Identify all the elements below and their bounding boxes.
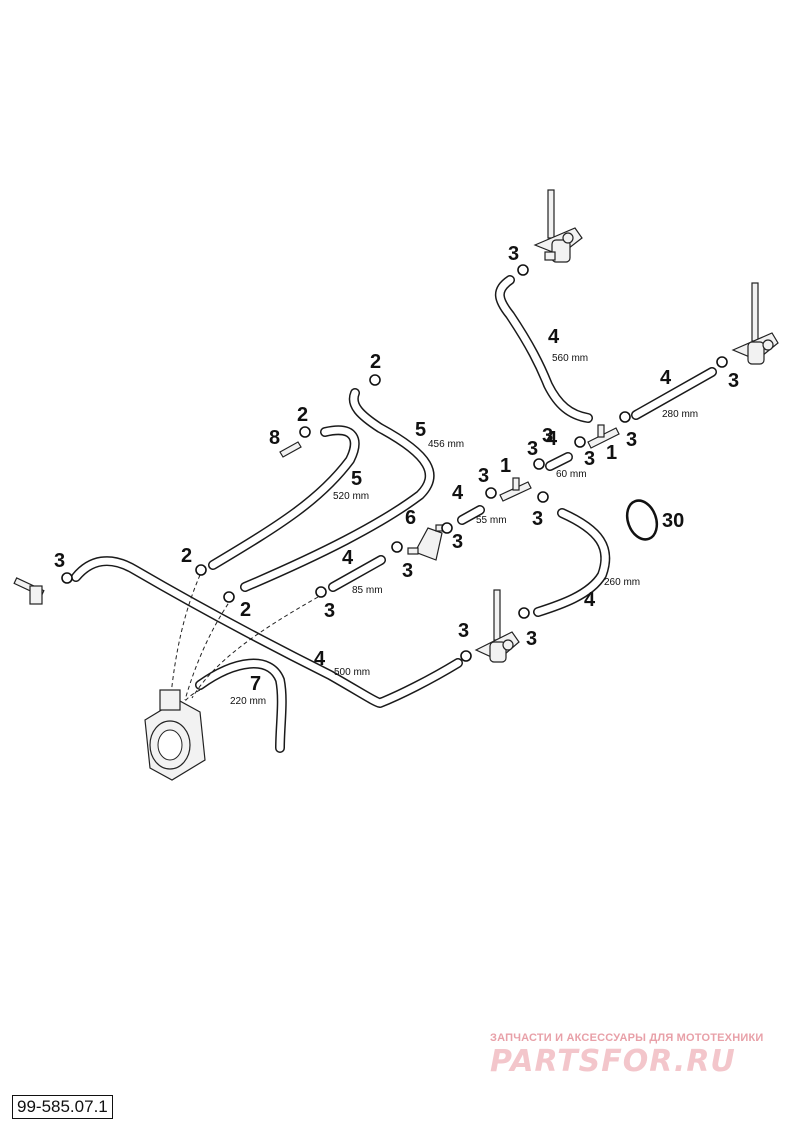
dim-55: 55 mm [476, 515, 507, 526]
callout-4a: 4 [548, 326, 560, 348]
t-fittings [499, 424, 620, 502]
callout-4d: 4 [452, 482, 464, 504]
callout-4g: 4 [314, 648, 326, 670]
watermark-logo: PARTSFOR.RU [490, 1044, 736, 1079]
callout-3c: 3 [626, 429, 637, 451]
part-8-fitting [279, 441, 302, 458]
callout-3a: 3 [508, 243, 519, 265]
hoses [71, 275, 717, 753]
dim-500: 500 mm [334, 667, 370, 678]
callout-3i: 3 [402, 560, 413, 582]
callout-3l: 3 [458, 620, 469, 642]
callout-4c: 4 [546, 428, 558, 450]
fuel-tap-top [533, 189, 583, 263]
callout-2b: 2 [297, 404, 308, 426]
carburettor [144, 689, 206, 781]
callout-7: 7 [250, 673, 261, 695]
callout-2c: 2 [181, 545, 192, 567]
callout-3f: 3 [478, 465, 489, 487]
hose-456 [240, 388, 435, 592]
fuel-filter [407, 524, 447, 561]
fuel-tap-bottom [474, 589, 520, 663]
callout-4f: 4 [584, 589, 596, 611]
dim-560: 560 mm [552, 353, 588, 364]
callout-3m: 3 [526, 628, 537, 650]
callout-3k: 3 [54, 550, 65, 572]
callout-5b: 5 [351, 468, 362, 490]
left-valve [13, 577, 45, 605]
document-number: 99-585.07.1 [12, 1095, 113, 1119]
watermark-tagline: ЗАПЧАСТИ И АКСЕССУАРЫ ДЛЯ МОТОТЕХНИКИ [490, 1032, 764, 1044]
dim-60: 60 mm [556, 469, 587, 480]
callout-2d: 2 [240, 599, 251, 621]
clamps [61, 264, 728, 662]
callout-1a: 1 [500, 455, 511, 477]
dim-280: 280 mm [662, 409, 698, 420]
callout-3b: 3 [728, 370, 739, 392]
routing-lines [169, 574, 319, 709]
hose-560 [494, 275, 593, 423]
callout-2a: 2 [370, 351, 381, 373]
callout-3n: 3 [542, 425, 553, 447]
o-ring [625, 499, 659, 541]
callout-1b: 1 [606, 442, 617, 464]
dimension-labels: 560 mm 280 mm 456 mm 520 mm 60 mm 55 mm … [230, 353, 698, 707]
callout-3g: 3 [532, 508, 543, 530]
callout-30: 30 [662, 510, 684, 532]
callout-3d: 3 [527, 438, 538, 460]
dim-220: 220 mm [230, 696, 266, 707]
callout-4e: 4 [342, 547, 354, 569]
callout-3j: 3 [324, 600, 335, 622]
callout-3e: 3 [584, 448, 595, 470]
callout-5a: 5 [415, 419, 426, 441]
callout-6: 6 [405, 507, 416, 529]
callout-labels: 1 1 2 2 2 2 3 3 3 3 3 3 3 3 3 3 3 3 3 3 … [54, 243, 739, 695]
dim-260: 260 mm [604, 577, 640, 588]
callout-4b: 4 [660, 367, 672, 389]
dim-520: 520 mm [333, 491, 369, 502]
dim-85: 85 mm [352, 585, 383, 596]
callout-3h: 3 [452, 531, 463, 553]
callout-8: 8 [269, 427, 280, 449]
fuel-tap-right [731, 282, 779, 365]
dim-456: 456 mm [428, 439, 464, 450]
